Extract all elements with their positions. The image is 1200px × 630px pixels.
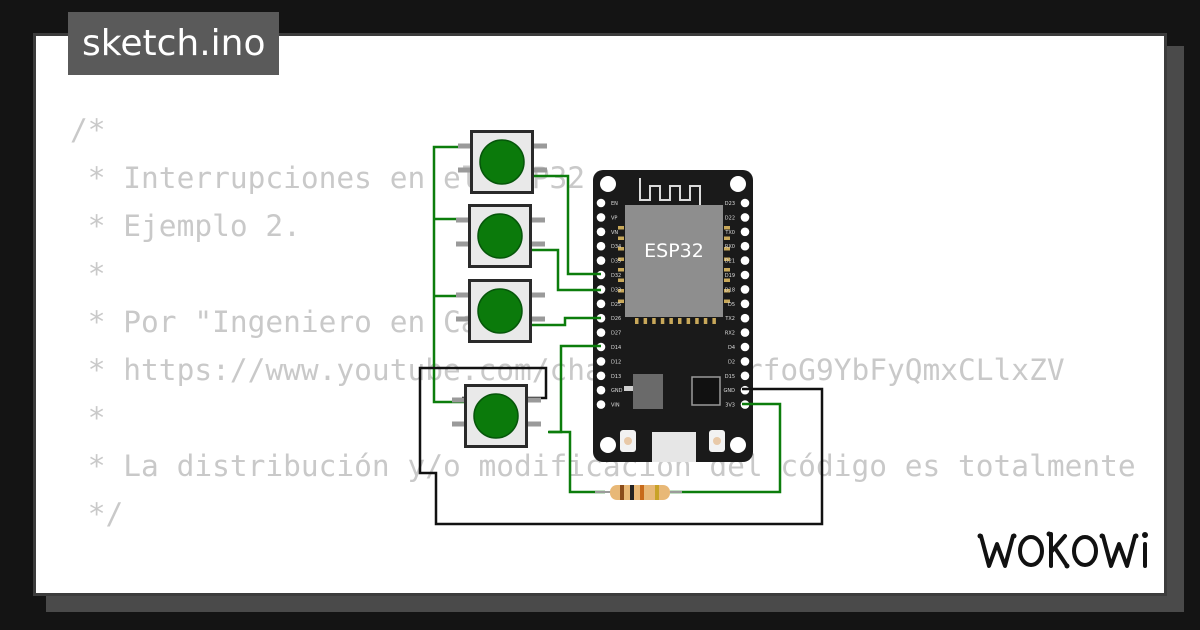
esp32-chip-label: ESP32 [644, 240, 704, 262]
pushbutton[interactable] [452, 384, 541, 448]
pin-left[interactable] [596, 213, 606, 222]
pin-left[interactable] [596, 256, 606, 265]
code-line: * Ejemplo 2. [70, 209, 301, 243]
pin-left[interactable] [596, 227, 606, 237]
pin-right[interactable] [740, 285, 750, 294]
pin-left[interactable] [596, 198, 606, 208]
resistor [595, 485, 682, 500]
pin-right[interactable] [740, 198, 750, 208]
code-line: /* [70, 113, 106, 147]
pin-left[interactable] [596, 299, 606, 309]
pin-label-left: GND [611, 388, 623, 394]
button-cap [473, 393, 519, 439]
pin-label-left: VP [611, 215, 617, 221]
pin-label-left: VN [611, 230, 618, 236]
pin-label-right: D15 [725, 374, 735, 380]
code-line: * La distribución y/o modificación del c… [70, 449, 1134, 483]
pin-label-left: D14 [611, 345, 621, 351]
pin-left[interactable] [596, 371, 606, 381]
pin-label-right: RX0 [725, 244, 735, 250]
pin-right[interactable] [740, 371, 750, 381]
wokwi-logo [977, 531, 1148, 569]
pin-left[interactable] [596, 241, 606, 251]
pin-label-left: VIN [611, 403, 620, 409]
pin-label-left: D12 [611, 359, 621, 365]
pushbutton[interactable] [456, 204, 545, 268]
button-cap [479, 139, 525, 185]
pin-right[interactable] [740, 313, 750, 323]
pin-label-right: 3V3 [725, 403, 735, 409]
pin-right[interactable] [740, 241, 750, 251]
pin-left[interactable] [596, 328, 606, 337]
pin-label-right: TX2 [724, 316, 735, 322]
button-cap [477, 288, 523, 334]
file-tab-label: sketch.ino [82, 23, 266, 64]
pin-label-right: D22 [725, 215, 735, 221]
pin-label-left: D27 [611, 331, 621, 337]
pin-right[interactable] [740, 227, 750, 237]
pin-left[interactable] [596, 357, 606, 366]
pin-label-right: D5 [728, 302, 735, 308]
pin-right[interactable] [740, 299, 750, 309]
code-line: * [70, 401, 106, 435]
pin-label-right: TX0 [724, 230, 735, 236]
module-pads [618, 226, 730, 324]
pin-label-left: D35 [611, 259, 621, 265]
pin-right[interactable] [740, 328, 750, 337]
pin-label-right: D23 [725, 201, 735, 207]
pin-left[interactable] [596, 400, 606, 409]
pin-left[interactable] [596, 385, 606, 395]
black-wires [418, 366, 824, 526]
pin-label-right: D2 [728, 359, 735, 365]
button-cap [477, 213, 523, 259]
pin-right[interactable] [740, 256, 750, 265]
pushbutton[interactable] [456, 279, 545, 343]
pushbutton[interactable] [458, 130, 547, 194]
pin-label-left: D34 [611, 244, 621, 250]
pin-label-right: GND [724, 388, 736, 394]
regulator [633, 374, 663, 409]
pin-right[interactable] [740, 357, 750, 366]
pin-label-right: D18 [725, 287, 735, 293]
pin-label-left: D32 [611, 273, 621, 279]
pin-right[interactable] [740, 342, 750, 352]
pin-label-right: D19 [725, 273, 735, 279]
file-tab[interactable]: sketch.ino [68, 12, 280, 75]
pin-label-right: RX2 [725, 331, 735, 337]
esp32-board[interactable]: ESP32 ENVPVND34D35D32D33D25D26D27D14D12D… [593, 170, 753, 462]
pin-label-left: D26 [611, 316, 621, 322]
usb-chip [691, 376, 721, 406]
pin-label-left: D25 [611, 302, 621, 308]
pushbuttons [452, 130, 547, 448]
pin-label-left: EN [611, 201, 618, 207]
code-line: * [70, 257, 106, 291]
pin-label-right: D4 [728, 345, 735, 351]
usb-port [652, 432, 696, 462]
pin-right[interactable] [740, 213, 750, 222]
code-line: */ [70, 497, 124, 531]
pin-right[interactable] [740, 270, 750, 280]
esp32-module [625, 205, 723, 317]
pin-label-left: D33 [611, 287, 621, 293]
pin-label-right: D21 [725, 259, 735, 265]
pin-label-left: D13 [611, 374, 621, 380]
